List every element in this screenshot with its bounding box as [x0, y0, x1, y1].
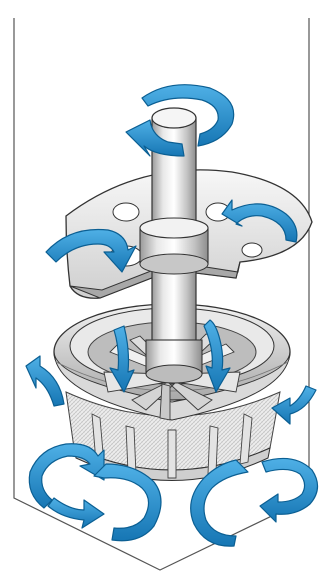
- disk-hole: [241, 242, 263, 258]
- rotation-arrow-icon: [190, 459, 249, 547]
- rotation-arrow-icon: [93, 463, 162, 542]
- down-arrow-icon: [109, 325, 135, 393]
- shaft: [139, 107, 209, 384]
- disk-hole: [112, 202, 140, 222]
- rotation-arrow-icon: [47, 497, 105, 529]
- rotation-arrow-icon: [259, 457, 319, 523]
- rotation-arrow-icon: [28, 443, 105, 509]
- tank-outline: [13, 18, 310, 571]
- side-arrow-icon: [271, 385, 317, 425]
- down-arrow-icon: [203, 319, 231, 393]
- rotation-arrow-icon: [221, 199, 298, 243]
- rotation-arrow-icon: [45, 228, 137, 273]
- flow-arrows: [25, 84, 319, 547]
- rotation-arrow-icon: [141, 84, 235, 147]
- rotation-arrow-icon: [125, 119, 185, 157]
- side-arrow-icon: [25, 355, 65, 407]
